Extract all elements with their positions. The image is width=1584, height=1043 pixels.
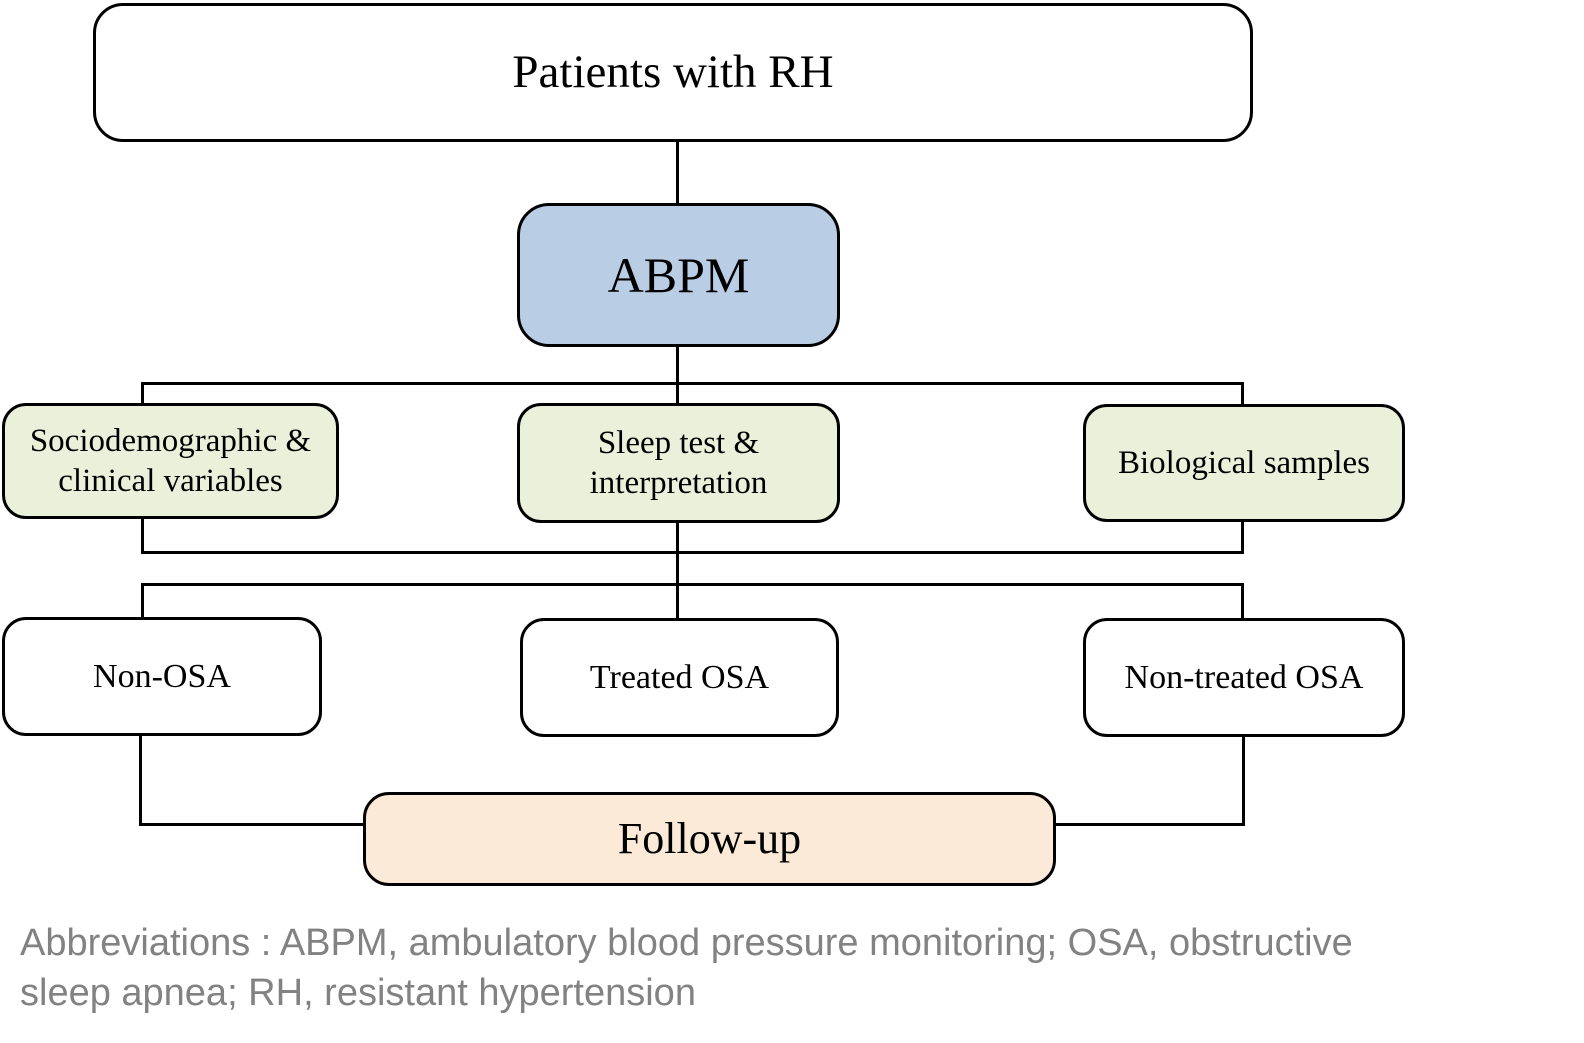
abbreviations-note: Abbreviations : ABPM, ambulatory blood p… <box>20 918 1353 1018</box>
connector-left-elbow <box>139 823 365 826</box>
abbreviations-line2: sleep apnea; RH, resistant hypertension <box>20 972 696 1015</box>
connector-rail3-nonosa <box>141 584 144 618</box>
connector-abpm-rail1 <box>676 347 679 383</box>
node-abpm: ABPM <box>517 203 840 347</box>
connector-biological-rail2 <box>1241 521 1244 552</box>
connector-rail1-sleep <box>676 383 679 404</box>
abbreviations-line1: Abbreviations : ABPM, ambulatory blood p… <box>20 922 1353 964</box>
connector-rail3-nontreated <box>1241 584 1244 619</box>
node-abpm-label: ABPM <box>607 246 750 303</box>
node-non-treated-osa: Non-treated OSA <box>1083 618 1405 737</box>
node-follow-up-label: Follow-up <box>617 814 802 864</box>
connector-rail1-biological <box>1241 383 1244 405</box>
connector-sleep-treated <box>676 522 679 619</box>
node-non-osa: Non-OSA <box>2 617 322 736</box>
connector-rail3 <box>141 583 1244 586</box>
node-patients-label: Patients with RH <box>512 45 834 98</box>
connector-right-elbow <box>1055 823 1245 826</box>
connector-patients-abpm <box>676 142 679 204</box>
node-non-osa-label: Non-OSA <box>93 657 231 695</box>
connector-rail1 <box>141 382 1244 385</box>
node-biological-label: Biological samples <box>1117 444 1371 481</box>
node-non-treated-osa-label: Non-treated OSA <box>1124 658 1364 696</box>
node-patients-with-rh: Patients with RH <box>93 3 1253 142</box>
node-sociodemographic-clinical-variables: Sociodemographic & clinical variables <box>2 403 339 519</box>
node-sociodemographic-label: Sociodemographic & clinical variables <box>29 422 312 499</box>
connector-nonosa-down <box>139 735 142 826</box>
node-biological-samples: Biological samples <box>1083 404 1405 522</box>
connector-rail2 <box>141 551 1244 554</box>
connector-nontreated-down <box>1242 736 1245 826</box>
node-sleep-test-interpretation: Sleep test & interpretation <box>517 403 840 523</box>
node-treated-osa-label: Treated OSA <box>589 658 770 696</box>
connector-socio-rail2 <box>141 518 144 552</box>
node-sleep-test-label: Sleep test & interpretation <box>589 424 768 501</box>
node-treated-osa: Treated OSA <box>520 618 839 737</box>
node-follow-up: Follow-up <box>363 792 1056 886</box>
connector-rail1-socio <box>141 383 144 404</box>
